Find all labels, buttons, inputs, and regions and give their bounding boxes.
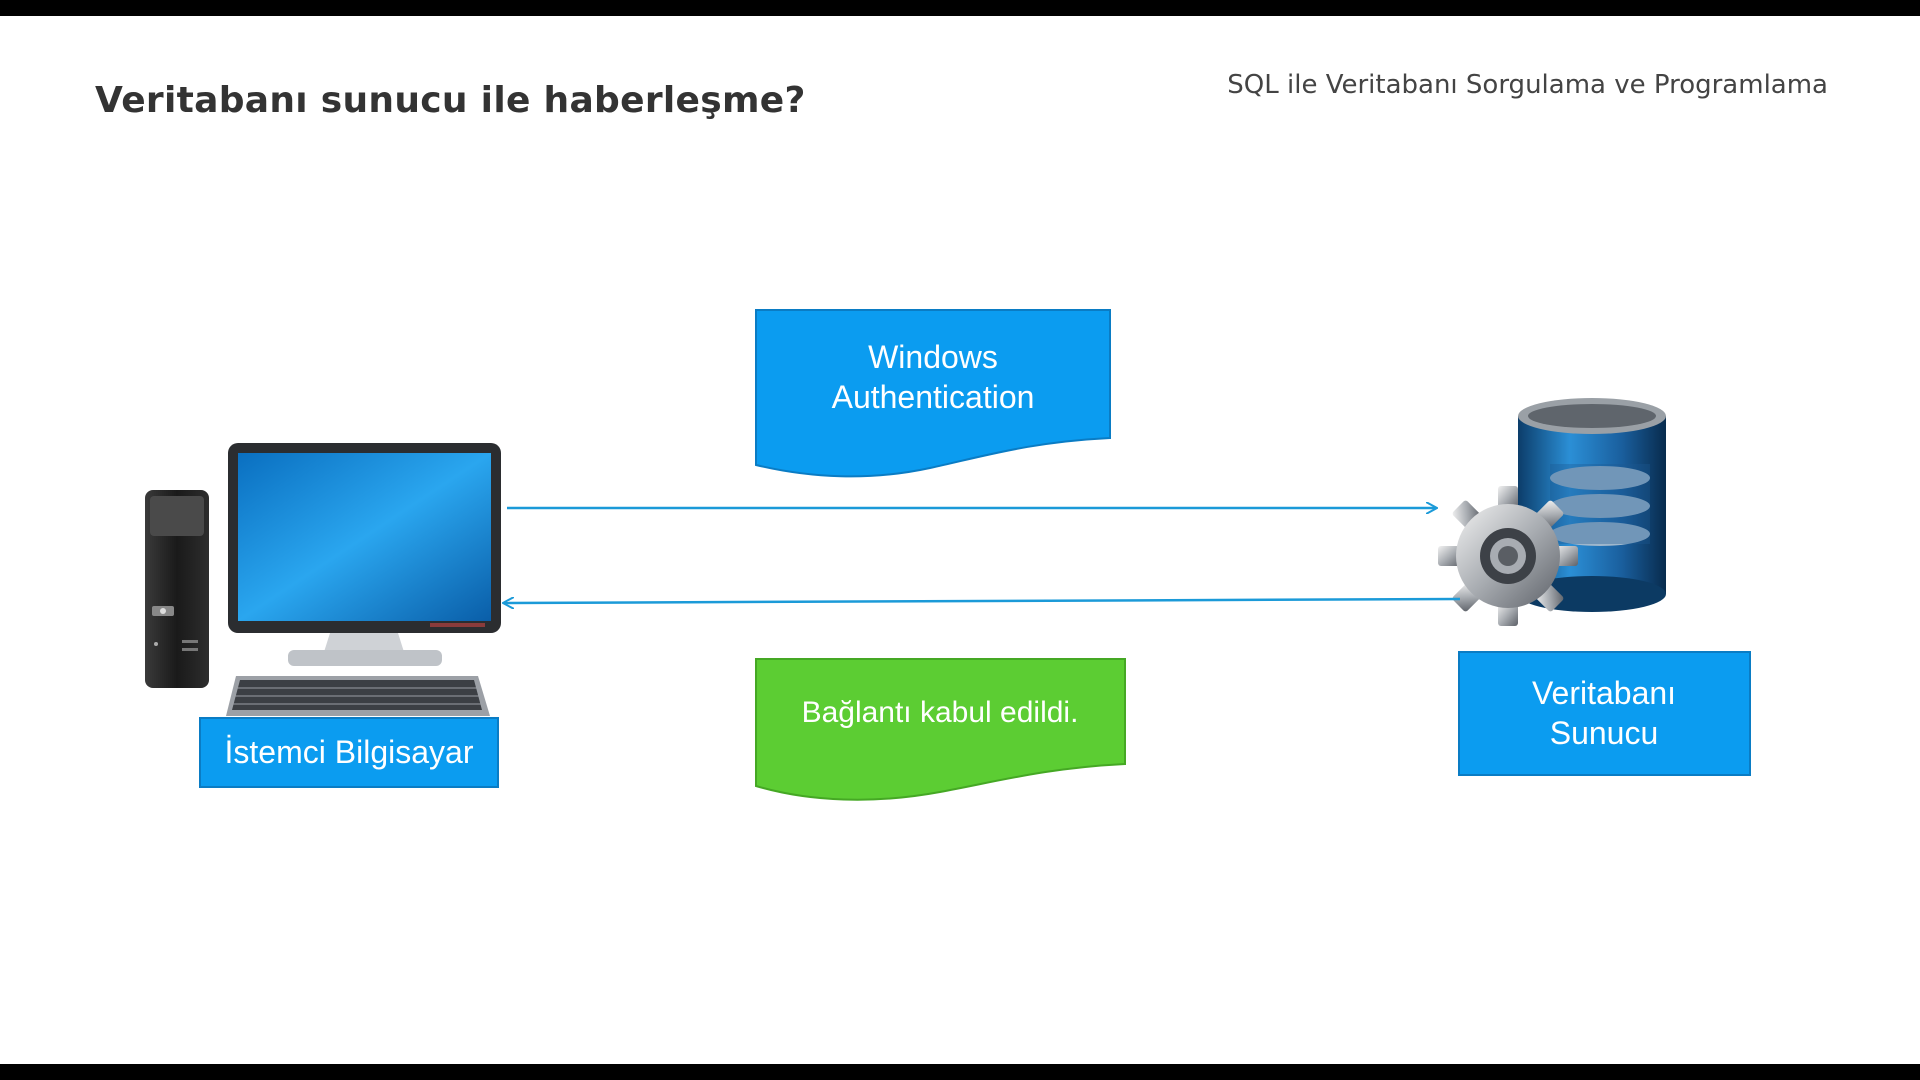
- database-server-gear-icon: [1438, 398, 1666, 626]
- request-line2: Authentication: [832, 379, 1035, 415]
- server-label-line1: Veritabanı: [1532, 675, 1676, 711]
- diagram: Windows Authentication Bağlantı kabul ed…: [145, 309, 1751, 801]
- client-label: İstemci Bilgisayar: [225, 734, 474, 770]
- request-box: [755, 309, 1111, 478]
- request-line1: Windows: [868, 339, 998, 375]
- slide-title: Veritabanı sunucu ile haberleşme?: [95, 80, 806, 121]
- slide: Veritabanı sunucu ile haberleşme? SQL il…: [0, 16, 1920, 1064]
- response-box: [755, 658, 1126, 801]
- response-arrow: [504, 599, 1461, 603]
- client-label-box: [199, 717, 499, 788]
- response-text: Bağlantı kabul edildi.: [802, 696, 1079, 729]
- server-label-line2: Sunucu: [1550, 715, 1659, 751]
- desktop-computer-icon: [145, 443, 501, 716]
- course-title: SQL ile Veritabanı Sorgulama ve Programl…: [1227, 70, 1828, 100]
- server-label-box: [1458, 651, 1751, 776]
